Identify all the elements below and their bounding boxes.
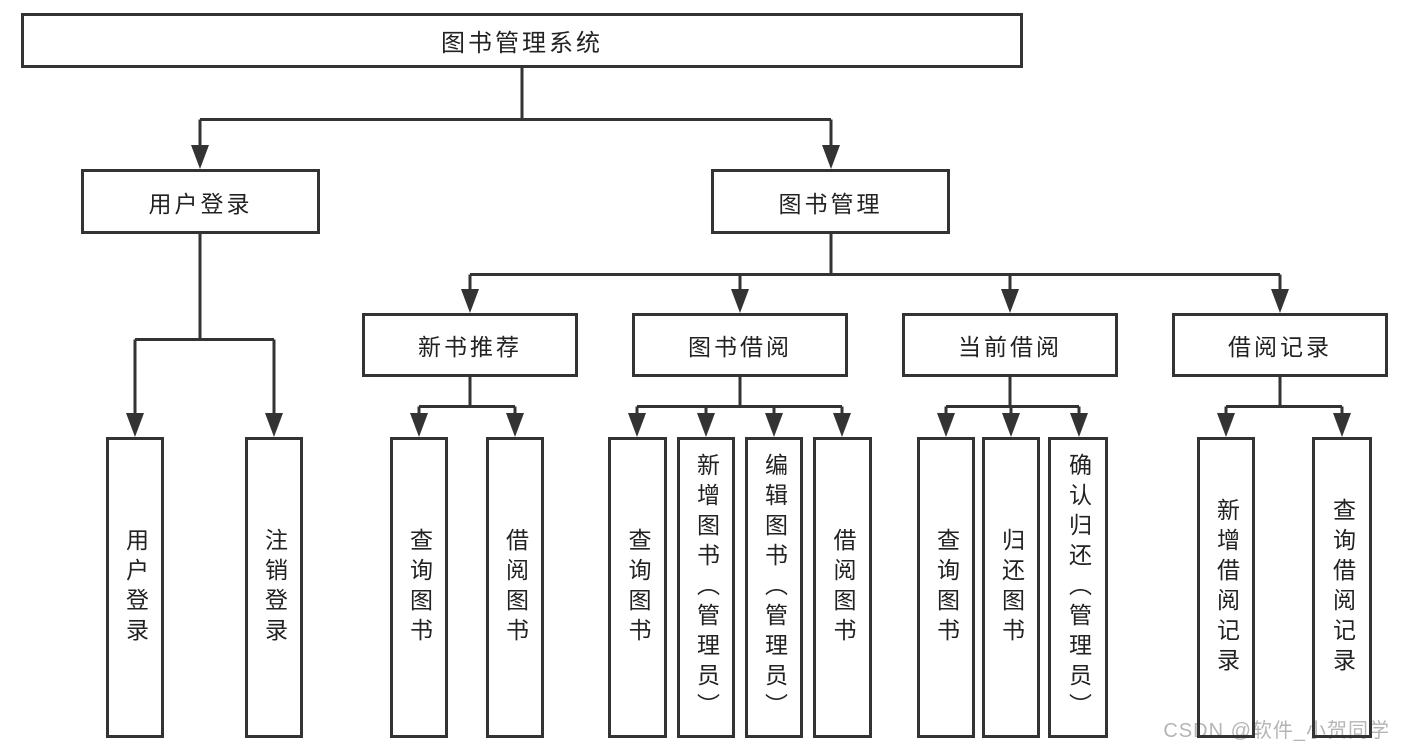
- connector-book-management-children: [461, 234, 1289, 313]
- leaf-label: 新增图书（管理员）: [693, 452, 720, 723]
- arrow-down-icon: [697, 413, 715, 437]
- leaf-add-books-admin: 新增图书（管理员）: [677, 437, 735, 738]
- leaf-query-borrow-record: 查询借阅记录: [1312, 437, 1372, 738]
- leaf-user-login: 用户登录: [106, 437, 164, 738]
- arrow-down-icon: [1333, 413, 1351, 437]
- arrow-down-icon: [265, 413, 283, 437]
- leaf-edit-books-admin: 编辑图书（管理员）: [745, 437, 803, 738]
- node-current-borrow: 当前借阅: [902, 313, 1118, 377]
- leaf-label: 查询图书: [406, 527, 433, 648]
- leaf-label: 借阅图书: [502, 527, 529, 648]
- connector-user-login-children: [126, 234, 283, 437]
- leaf-borrow-books-recommend: 借阅图书: [486, 437, 544, 738]
- arrow-down-icon: [937, 413, 955, 437]
- node-label: 图书管理系统: [441, 30, 603, 57]
- arrow-down-icon: [191, 145, 209, 169]
- arrow-down-icon: [1070, 413, 1088, 437]
- leaf-query-books-recommend: 查询图书: [390, 437, 448, 738]
- leaf-label: 查询图书: [625, 527, 651, 648]
- connector-new-book-recommend-children: [410, 377, 524, 437]
- node-book-borrow: 图书借阅: [632, 313, 848, 377]
- arrow-down-icon: [822, 145, 840, 169]
- arrow-down-icon: [731, 289, 749, 313]
- leaf-confirm-return-admin: 确认归还（管理员）: [1048, 437, 1108, 738]
- connector-root-to-level2: [191, 68, 840, 169]
- arrow-down-icon: [1271, 289, 1289, 313]
- leaf-label: 查询图书: [933, 527, 960, 648]
- leaf-label: 注销登录: [261, 527, 288, 648]
- node-label: 图书管理: [778, 190, 883, 217]
- leaf-label: 查询借阅记录: [1329, 497, 1356, 678]
- arrow-down-icon: [1002, 413, 1020, 437]
- connector-borrow-records-children: [1217, 377, 1351, 437]
- leaf-query-books-borrow: 查询图书: [608, 437, 667, 738]
- node-user-login: 用户登录: [81, 169, 320, 234]
- node-label: 当前借阅: [958, 334, 1062, 360]
- node-label: 用户登录: [148, 190, 253, 217]
- leaf-add-borrow-record: 新增借阅记录: [1197, 437, 1255, 738]
- node-borrow-records: 借阅记录: [1172, 313, 1388, 377]
- leaf-label: 确认归还（管理员）: [1065, 452, 1092, 723]
- connector-current-borrow-children: [937, 377, 1088, 437]
- leaf-label: 用户登录: [122, 527, 149, 648]
- connector-book-borrow-children: [628, 377, 851, 437]
- leaf-label: 编辑图书（管理员）: [761, 452, 788, 723]
- arrow-down-icon: [126, 413, 144, 437]
- leaf-query-books-current: 查询图书: [917, 437, 975, 738]
- node-new-book-recommend: 新书推荐: [362, 313, 578, 377]
- leaf-label: 归还图书: [998, 527, 1025, 648]
- node-library-management-system: 图书管理系统: [21, 13, 1023, 68]
- arrow-down-icon: [833, 413, 851, 437]
- arrow-down-icon: [765, 413, 783, 437]
- arrow-down-icon: [628, 413, 646, 437]
- node-book-management: 图书管理: [711, 169, 950, 234]
- node-label: 图书借阅: [688, 334, 792, 360]
- leaf-label: 新增借阅记录: [1213, 497, 1240, 678]
- arrow-down-icon: [461, 289, 479, 313]
- leaf-borrow-books: 借阅图书: [813, 437, 872, 738]
- leaf-label: 借阅图书: [830, 527, 856, 648]
- leaf-logout: 注销登录: [245, 437, 303, 738]
- arrow-down-icon: [1001, 289, 1019, 313]
- node-label: 借阅记录: [1228, 334, 1332, 360]
- arrow-down-icon: [506, 413, 524, 437]
- leaf-return-books: 归还图书: [982, 437, 1040, 738]
- arrow-down-icon: [1217, 413, 1235, 437]
- node-label: 新书推荐: [418, 334, 522, 360]
- arrow-down-icon: [410, 413, 428, 437]
